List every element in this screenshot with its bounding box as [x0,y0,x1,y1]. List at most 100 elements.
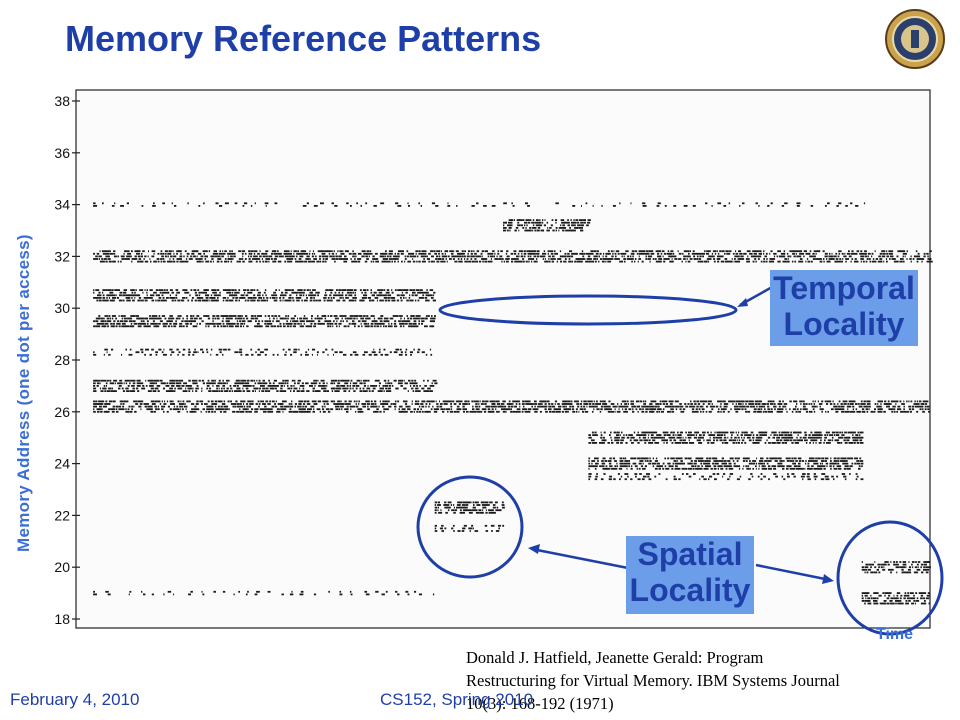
access-point [179,405,182,408]
access-point [169,289,173,291]
access-point [165,252,167,255]
access-point [553,250,556,253]
access-point [640,250,645,253]
access-point [914,405,918,408]
access-point [747,465,750,468]
access-point [822,250,825,253]
access-point [546,400,550,403]
access-point [282,322,285,325]
access-point [619,462,624,465]
access-point [222,250,224,253]
access-point [387,382,391,385]
access-point [431,255,434,258]
access-point [302,294,305,297]
access-point [378,405,380,408]
access-point [501,408,505,411]
access-point [123,325,127,328]
access-point [223,315,228,317]
access-point [824,460,827,462]
access-point [524,229,528,232]
access-point [309,299,313,302]
access-point [775,475,778,478]
access-point [641,410,645,413]
access-point [231,289,235,291]
access-point [630,252,635,255]
access-point [246,390,251,392]
access-point [525,219,530,221]
access-point [893,258,896,260]
access-point [297,379,301,382]
access-point [238,258,242,260]
access-point [259,351,264,354]
access-point [286,299,290,302]
access-point [876,568,879,571]
access-point [719,405,722,408]
access-point [428,252,431,255]
access-point [653,431,658,434]
access-point [717,465,721,468]
access-point [293,317,295,320]
access-point [262,400,264,403]
access-point [743,436,745,439]
access-point [310,294,315,297]
access-point [633,457,637,460]
access-point [755,439,759,442]
access-point [370,315,374,317]
access-point [605,255,608,258]
access-point [859,457,862,460]
access-point [716,473,720,475]
access-point [599,403,601,405]
access-point [250,317,255,320]
access-point [780,462,783,465]
access-point [831,252,833,255]
access-point [805,260,807,263]
access-point [501,501,504,504]
access-point [170,403,174,405]
access-point [629,258,632,260]
access-point [752,434,755,436]
access-point [719,431,722,434]
access-point [812,408,815,411]
access-point [248,255,250,258]
access-point [405,353,408,356]
access-point [142,291,144,294]
access-point [645,258,648,260]
access-point [415,250,419,253]
access-point [786,467,789,470]
access-point [839,460,844,462]
access-point [140,252,143,255]
access-point [198,260,202,263]
access-point [394,325,398,328]
access-point [515,400,520,403]
access-point [622,457,625,460]
access-point [739,475,742,478]
access-point [257,382,261,385]
access-point [484,408,487,411]
access-point [460,258,463,260]
access-point [234,351,238,354]
access-point [887,561,889,563]
access-point [905,600,908,602]
access-point [555,221,557,224]
access-point [479,400,481,403]
access-point [296,410,299,413]
access-point [127,317,131,320]
access-point [341,317,343,320]
access-point [219,291,221,294]
access-point [400,410,405,413]
access-point [546,405,548,408]
access-point [379,299,383,302]
access-point [200,410,202,413]
access-point [321,405,324,408]
access-point [897,602,901,605]
access-point [207,379,210,382]
access-point [339,593,343,596]
access-point [484,524,488,527]
access-point [479,511,483,514]
access-point [473,250,475,253]
access-point [151,348,154,351]
access-point [176,260,179,263]
access-point [250,289,254,291]
access-point [513,250,517,253]
access-point [196,400,199,403]
